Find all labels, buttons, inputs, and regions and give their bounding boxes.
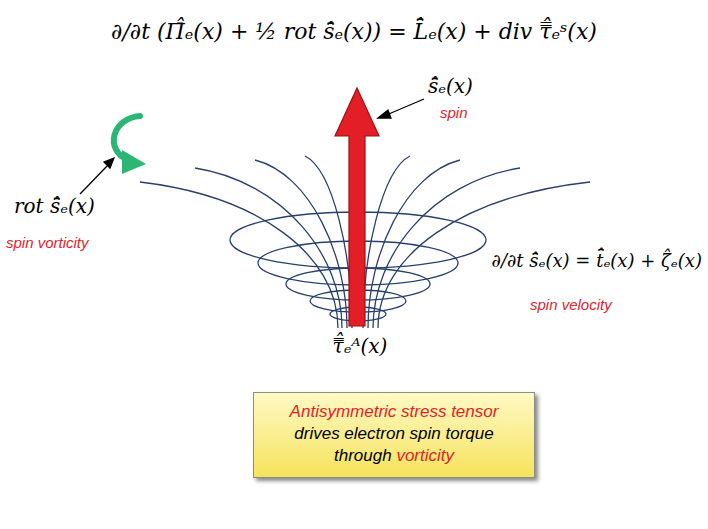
spin-symbol: s̄̂ₑ(x)	[428, 74, 473, 99]
message-box: Antisymmetric stress tensordrives electr…	[253, 392, 535, 478]
spin-velocity-caption: spin velocity	[530, 296, 612, 315]
box-text: Antisymmetric stress tensor	[264, 401, 524, 423]
spin-velocity-equation: ∂/∂t s̄̂ₑ(x) = t̄̂ₑ(x) + ζ̄̂ₑ(x)	[492, 250, 702, 273]
spin-caption: spin	[440, 104, 468, 123]
vorticity-symbol: rot s̄̂ₑ(x)	[14, 194, 95, 219]
box-text: drives electron spin torque	[294, 424, 493, 443]
stress-tensor-symbol: τ̿̂ₑᴬ(x)	[333, 334, 388, 359]
box-text: through	[334, 446, 392, 465]
spin-arrow	[335, 88, 379, 326]
balance-equation: ∂/∂t (Π̄̂ₑ(x) + ½ rot s̄̂ₑ(x)) = L̄̂ₑ(x)…	[111, 18, 597, 46]
leader-lines	[80, 99, 424, 194]
box-text: vorticity	[396, 446, 454, 465]
vorticity-caption: spin vorticity	[6, 234, 89, 253]
vorticity-arrow	[114, 116, 146, 174]
